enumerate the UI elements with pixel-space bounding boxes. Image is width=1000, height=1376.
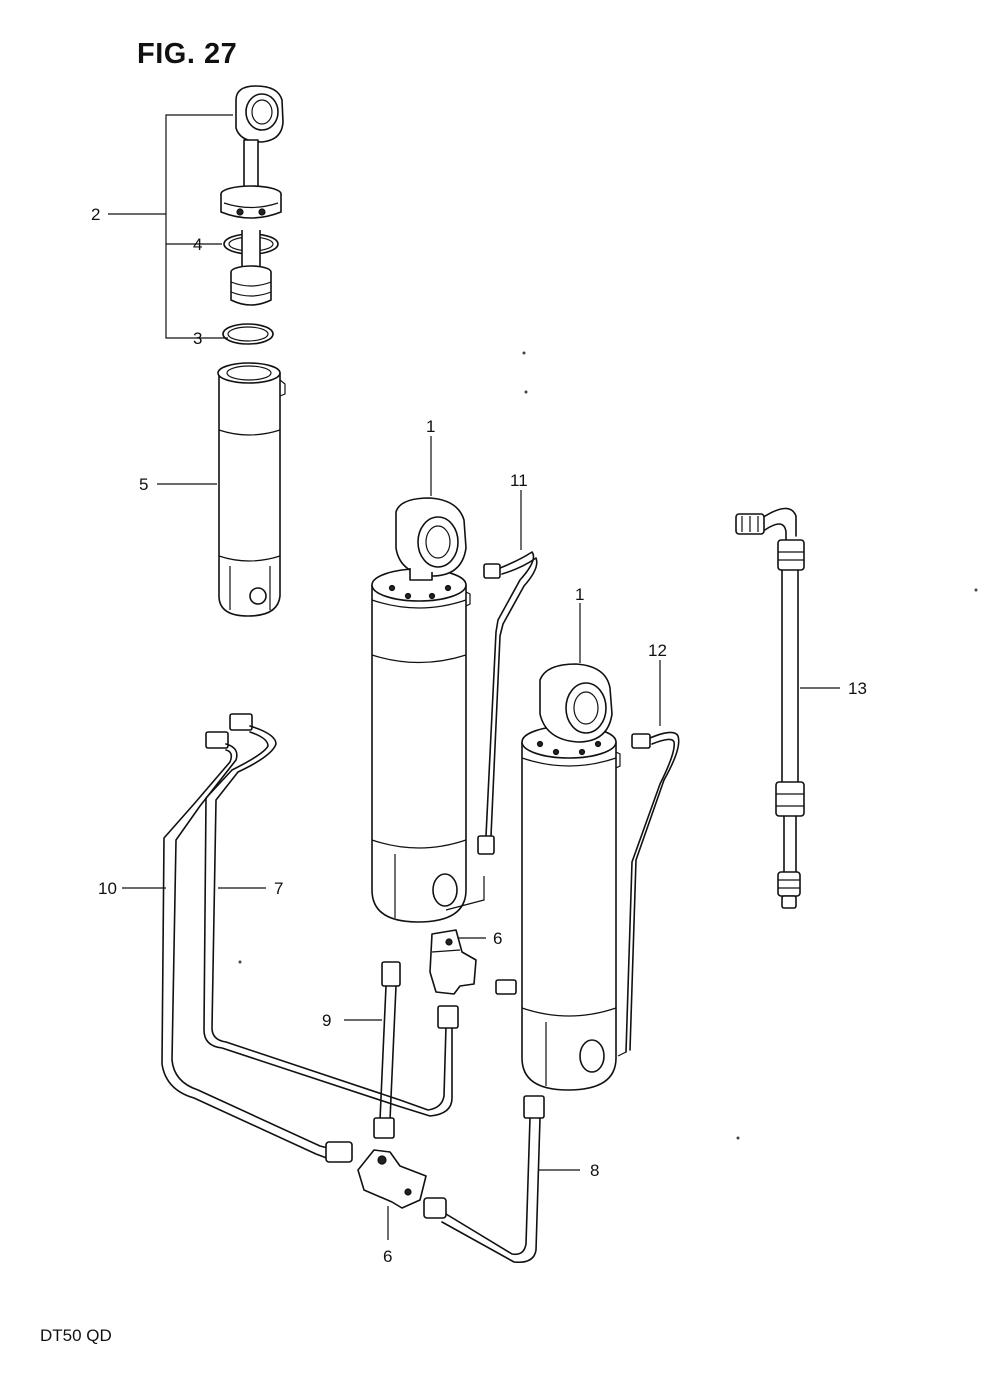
callout-7: 7 xyxy=(274,879,283,898)
tilt-cylinder-right xyxy=(521,663,621,1091)
callout-6a: 6 xyxy=(493,929,502,948)
tee-joint-lower xyxy=(357,1149,427,1209)
callout-1b: 1 xyxy=(575,585,584,604)
callout-3: 3 xyxy=(193,329,202,348)
cylinder-tube xyxy=(217,362,286,617)
callout-6b: 6 xyxy=(383,1247,392,1266)
callout-8: 8 xyxy=(590,1161,599,1180)
callout-5: 5 xyxy=(139,475,148,494)
connector-fitting xyxy=(495,979,517,995)
hydraulic-pipe-11 xyxy=(445,551,538,911)
callout-11: 11 xyxy=(510,471,528,490)
tee-joint-upper xyxy=(429,929,477,995)
rod-assembly xyxy=(220,85,284,345)
callout-1a: 1 xyxy=(426,417,435,436)
model-code: DT50 QD xyxy=(40,1326,112,1345)
callout-10: 10 xyxy=(98,879,117,898)
callout-13: 13 xyxy=(848,679,867,698)
callout-bracket-2 xyxy=(108,114,233,339)
callout-2: 2 xyxy=(91,205,100,224)
hydraulic-hose-13 xyxy=(735,507,805,909)
callout-4: 4 xyxy=(193,235,202,254)
figure-title: FIG. 27 xyxy=(137,38,238,70)
hydraulic-pipe-10 xyxy=(161,731,353,1163)
hydraulic-pipe-8 xyxy=(423,1095,545,1264)
callout-12: 12 xyxy=(648,641,667,660)
callout-9: 9 xyxy=(322,1011,331,1030)
tilt-cylinder-left xyxy=(371,497,471,923)
hydraulic-pipe-9 xyxy=(373,961,401,1139)
hydraulic-pipe-7 xyxy=(203,713,459,1117)
hydraulic-pipe-12 xyxy=(617,731,680,1057)
